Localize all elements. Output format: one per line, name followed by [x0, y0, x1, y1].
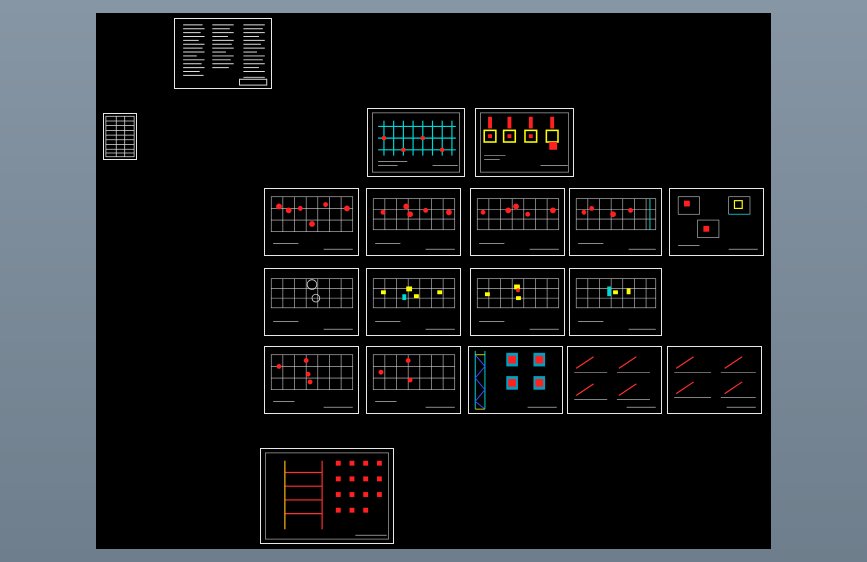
floor-plan-1-drawing: [270, 196, 354, 250]
roof-plan-2-sheet[interactable]: [366, 346, 461, 414]
foundation-plan-drawing: [372, 112, 460, 173]
beam-plan-2-drawing: [372, 278, 456, 330]
beam-plan-1-drawing: [270, 278, 354, 330]
stair-section-drawing: [474, 350, 557, 410]
floor-plan-3-sheet[interactable]: [470, 188, 565, 256]
beam-plan-3-sheet[interactable]: [470, 268, 565, 336]
legend-table-sheet[interactable]: [103, 113, 137, 160]
column-schedule-drawing: [265, 452, 389, 540]
beam-plan-4-sheet[interactable]: [569, 268, 662, 336]
beam-plan-3-drawing: [476, 278, 560, 330]
legend-table-drawing: [105, 115, 135, 158]
cover-notes-drawing: [183, 24, 268, 86]
floor-plan-4-drawing: [575, 198, 657, 250]
floor-plan-2-drawing: [372, 198, 456, 250]
floor-plan-4-sheet[interactable]: [569, 188, 662, 256]
roof-plan-1-drawing: [270, 354, 354, 408]
foundation-details-drawing: [480, 112, 569, 173]
foundation-plan-sheet[interactable]: [367, 108, 465, 177]
beam-plan-4-drawing: [575, 278, 657, 330]
stair-detail-1-sheet[interactable]: [567, 346, 662, 414]
column-schedule-sheet[interactable]: [260, 448, 394, 544]
stair-detail-1-drawing: [574, 356, 656, 408]
drawing-canvas[interactable]: [96, 13, 771, 549]
stair-detail-2-drawing: [674, 356, 756, 408]
beam-plan-2-sheet[interactable]: [366, 268, 461, 336]
roof-plan-1-sheet[interactable]: [264, 346, 359, 414]
floor-plan-3-drawing: [476, 198, 560, 250]
roof-plan-2-drawing: [372, 354, 456, 408]
node-details-sheet[interactable]: [669, 188, 764, 256]
floor-plan-1-sheet[interactable]: [264, 188, 359, 256]
stair-detail-2-sheet[interactable]: [667, 346, 762, 414]
cover-notes-sheet[interactable]: [174, 18, 272, 89]
foundation-details-sheet[interactable]: [475, 108, 574, 177]
stair-section-sheet[interactable]: [468, 346, 563, 414]
node-details-drawing: [677, 196, 758, 250]
floor-plan-2-sheet[interactable]: [366, 188, 461, 256]
beam-plan-1-sheet[interactable]: [264, 268, 359, 336]
